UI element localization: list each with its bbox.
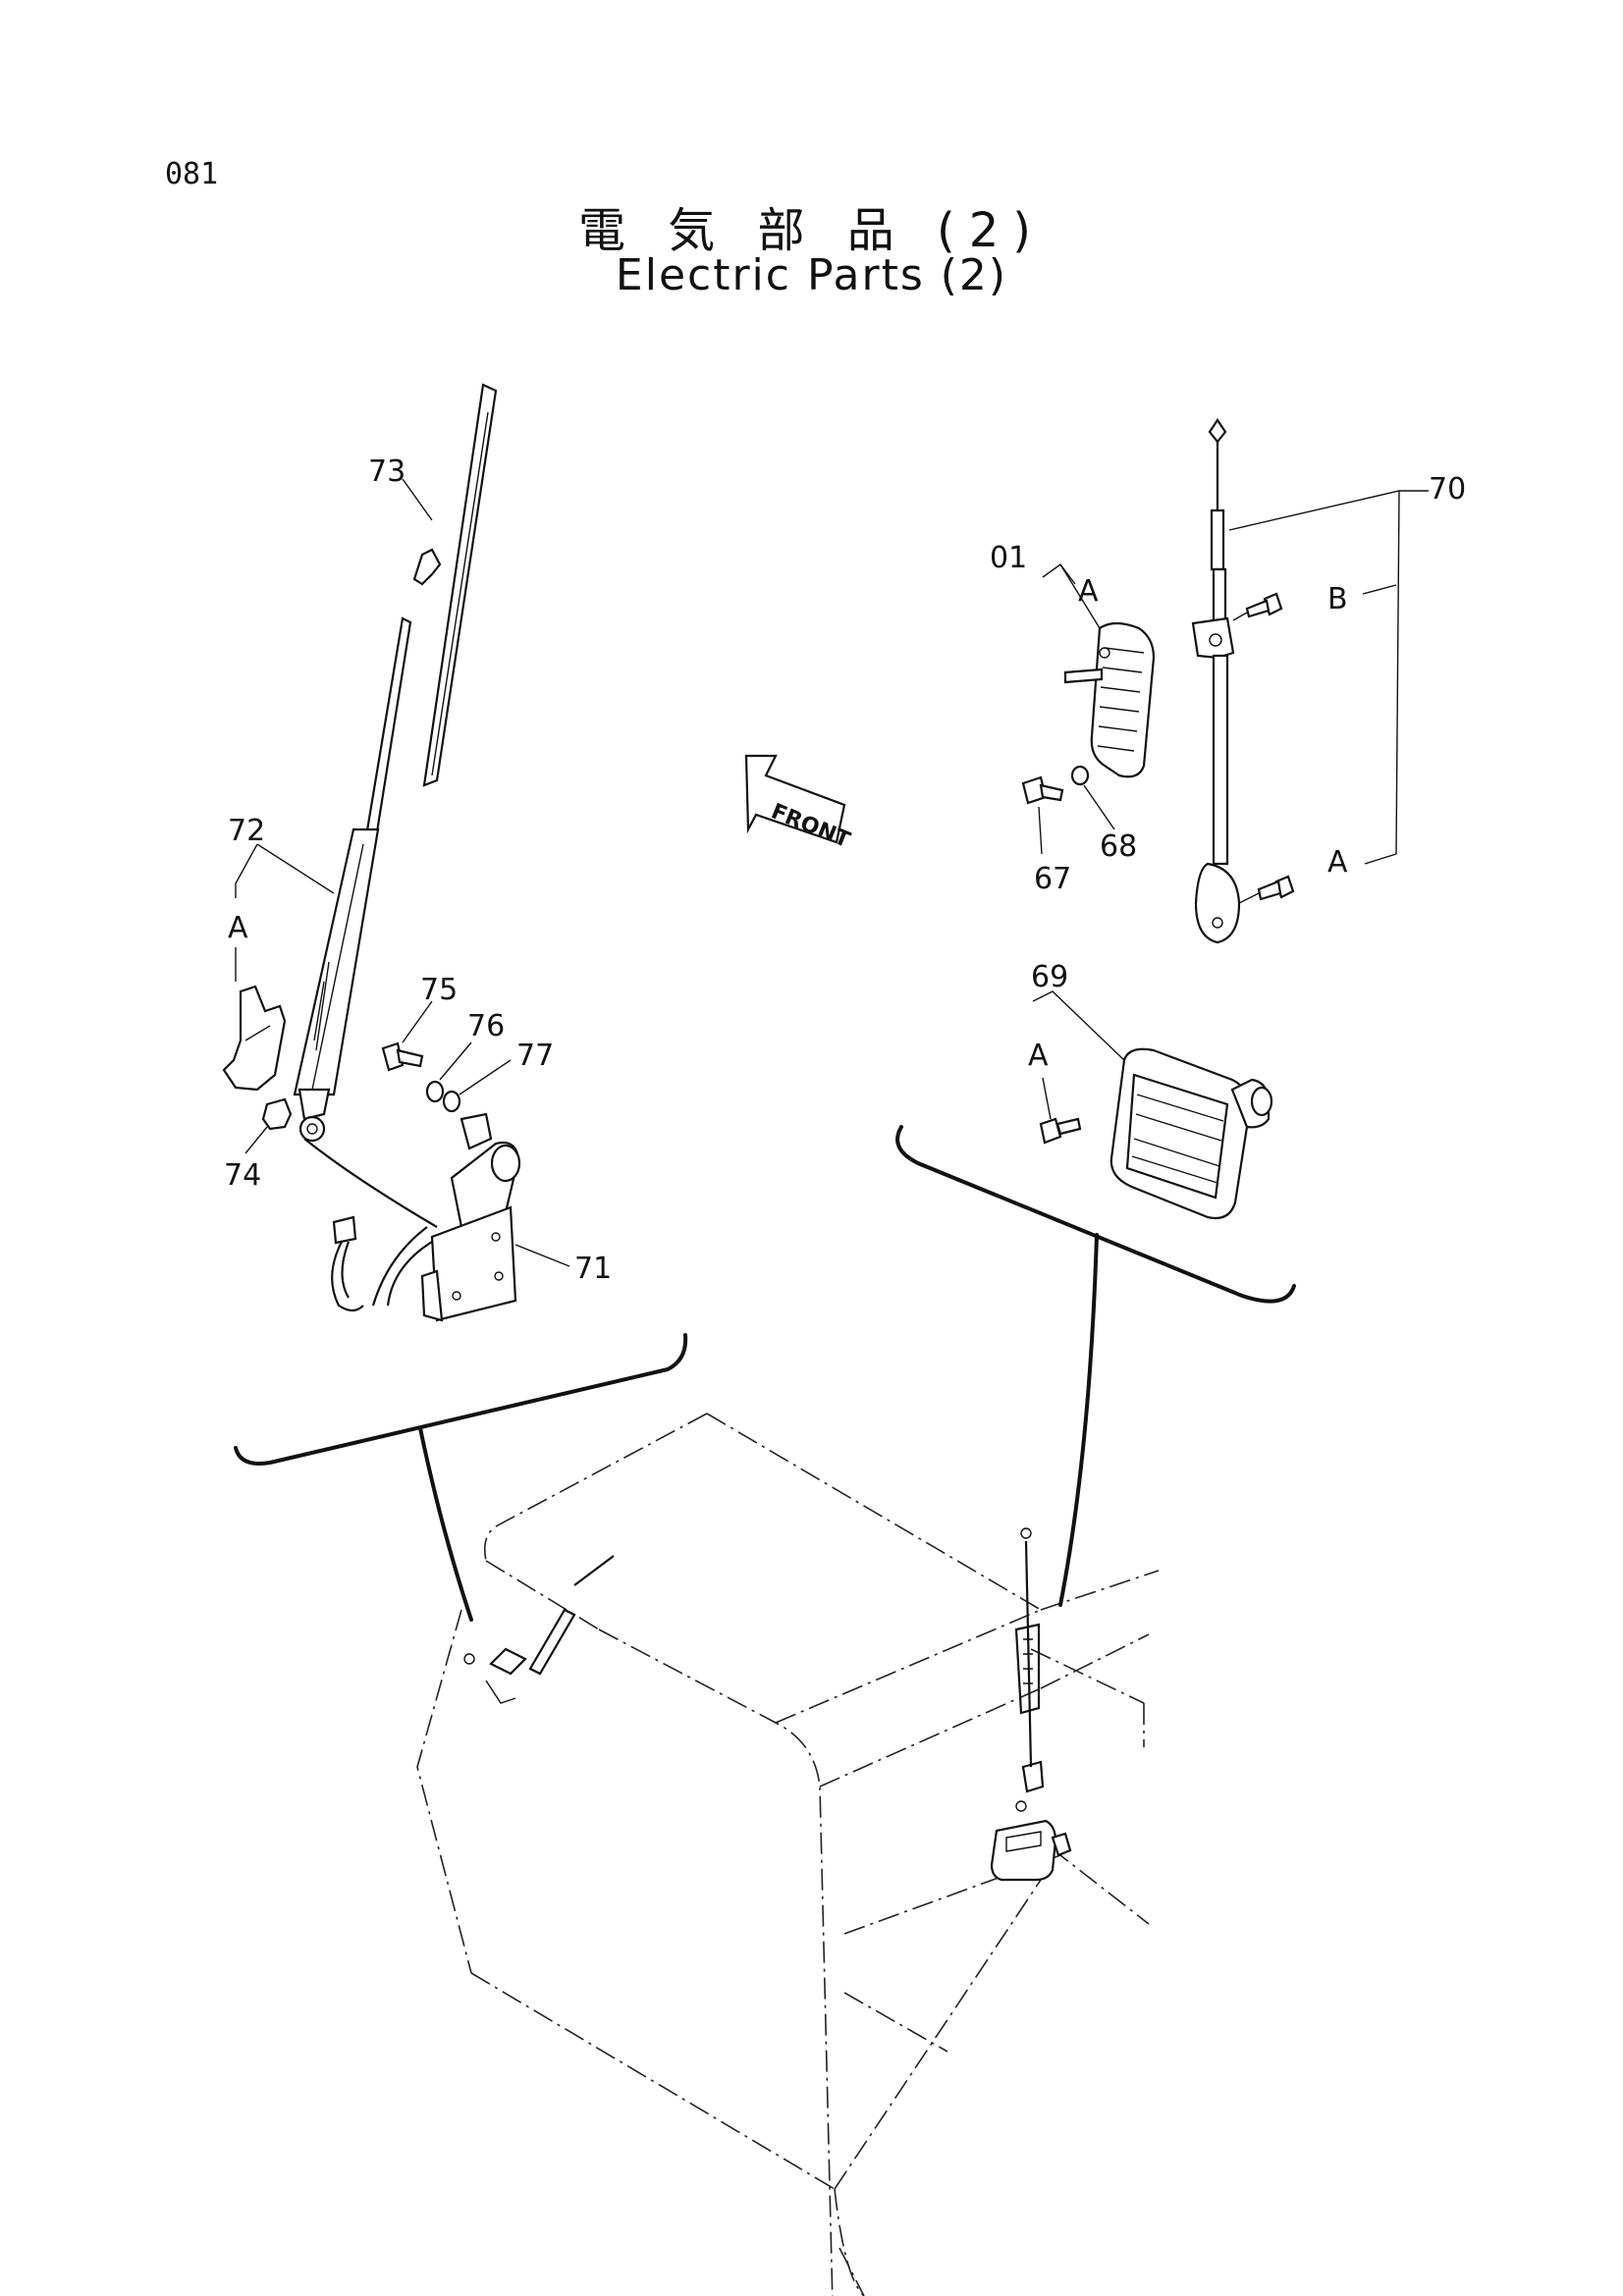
label-a-70: A <box>1327 845 1348 880</box>
washer-68 <box>1070 765 1090 786</box>
cab-antenna-detail <box>990 1527 1072 1882</box>
wiper-arm-72 <box>293 616 412 1143</box>
work-lamp-screw-a <box>1039 1117 1082 1145</box>
callout-67: 67 <box>1034 862 1071 896</box>
title-japanese: 電 気 部 品 (2) <box>577 203 1046 258</box>
antenna-70 <box>1191 418 1241 944</box>
callout-77: 77 <box>516 1039 554 1073</box>
work-lamp-69 <box>1109 1047 1273 1220</box>
wiper-detail-bubble <box>234 1333 688 1622</box>
wiper-blade-73 <box>412 383 498 787</box>
callout-71: 71 <box>574 1252 612 1286</box>
page-number: 081 <box>165 157 219 191</box>
bolt-75 <box>381 1041 424 1072</box>
wiper-holder-a <box>222 985 287 1092</box>
lamp-leader-lines <box>1032 490 1429 1120</box>
antenna-screw-b <box>1232 592 1283 621</box>
nut-74 <box>261 1097 293 1131</box>
callout-76: 76 <box>467 1009 505 1043</box>
label-a-69: A <box>1028 1039 1049 1073</box>
marker-lamp-01 <box>1063 621 1156 778</box>
screw-67 <box>1021 775 1064 805</box>
callout-75: 75 <box>420 973 458 1007</box>
label-a-72: A <box>228 911 248 945</box>
antenna-screw-a <box>1238 875 1295 904</box>
callout-69: 69 <box>1031 960 1068 994</box>
callout-01: 01 <box>990 541 1027 575</box>
callout-68: 68 <box>1100 829 1137 864</box>
lamp-detail-bubble <box>895 1125 1296 1607</box>
washer-76 <box>425 1080 445 1103</box>
callout-73: 73 <box>368 454 406 489</box>
label-a-01: A <box>1078 574 1099 609</box>
callout-74: 74 <box>224 1158 261 1193</box>
callout-72: 72 <box>228 814 265 848</box>
label-b-70: B <box>1327 582 1348 616</box>
title-english: Electric Parts (2) <box>615 250 1008 300</box>
washer-77 <box>442 1090 461 1113</box>
wiper-motor-71 <box>303 1112 521 1322</box>
front-direction-arrow: FRONT <box>744 754 853 853</box>
cab-wiper-detail <box>463 1555 615 1704</box>
callout-70: 70 <box>1429 472 1466 507</box>
wiper-leader-lines <box>235 478 570 1267</box>
callout-labels: 73 72 A 74 75 76 77 71 01 A 67 68 70 B A… <box>224 454 1466 1286</box>
